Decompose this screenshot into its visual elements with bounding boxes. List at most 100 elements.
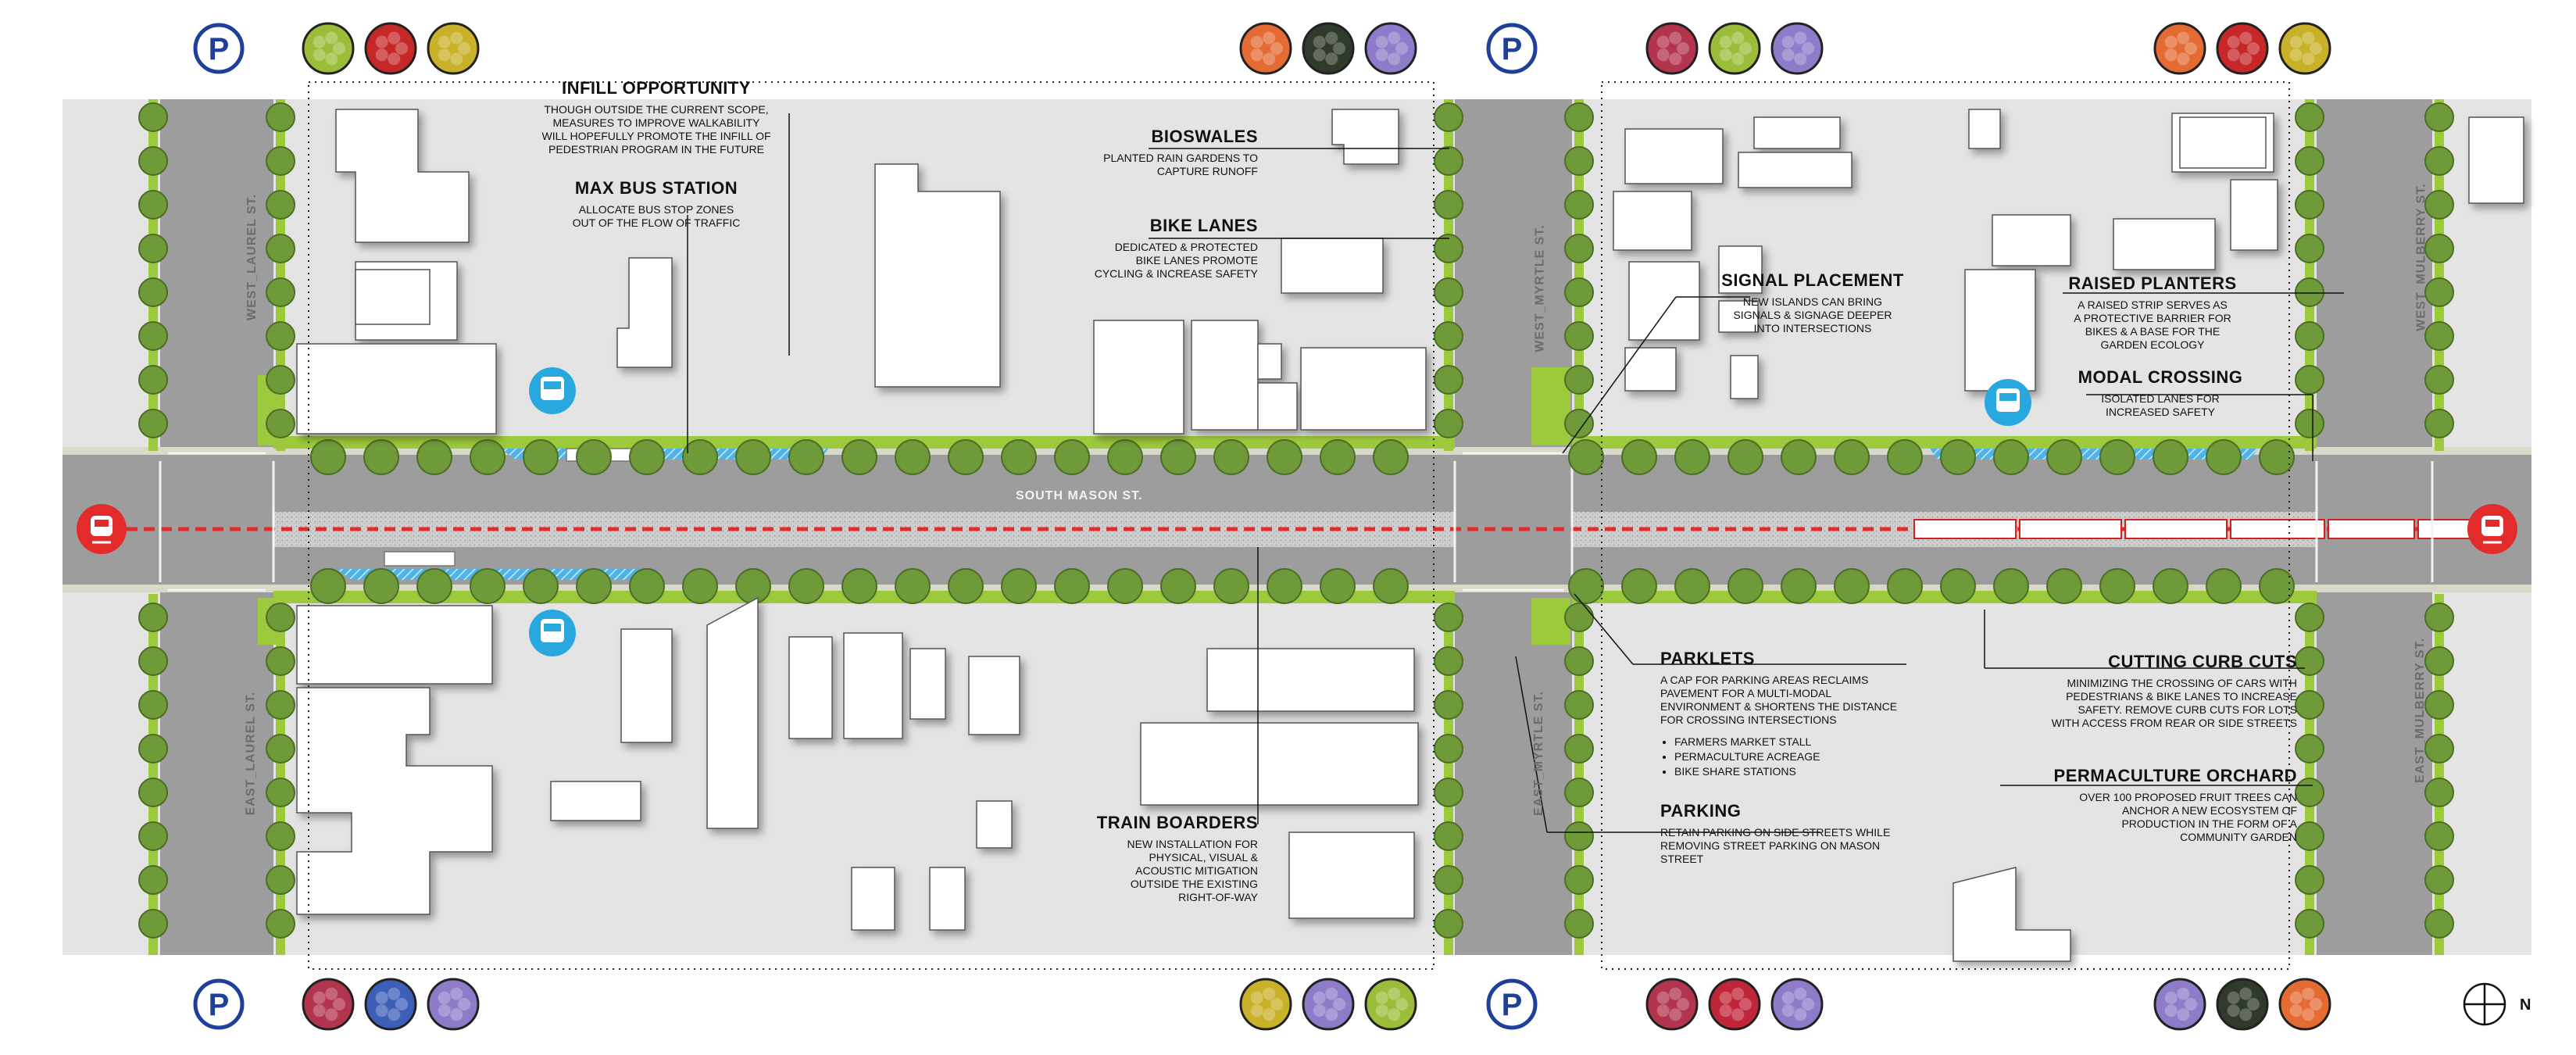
building — [1968, 109, 2001, 149]
produce-icons — [302, 22, 2331, 1031]
blueberry-icon-detail — [395, 998, 408, 1010]
building — [1191, 320, 1259, 431]
plum-icon — [302, 978, 355, 1031]
peach-icon-detail — [2289, 991, 2303, 1004]
apple-red-icon — [2216, 22, 2269, 75]
tree — [1564, 734, 1594, 764]
tree — [948, 439, 984, 475]
building — [1093, 320, 1184, 435]
plum-icon-detail — [1656, 35, 1670, 48]
tree — [2259, 439, 2295, 475]
tree — [1727, 439, 1763, 475]
tree — [523, 439, 559, 475]
lavender-icon-detail — [1794, 987, 1807, 1000]
apple-green-icon-detail — [313, 48, 326, 62]
tree — [682, 439, 718, 475]
tree — [1054, 568, 1090, 604]
tree — [1621, 439, 1657, 475]
apple-red-icon-detail — [395, 42, 408, 55]
tree — [576, 568, 612, 604]
tree — [1434, 821, 1463, 851]
blackberry-icon-detail — [2247, 998, 2260, 1010]
lavender-icon-detail — [1325, 987, 1338, 1000]
blackberry-icon-detail — [1313, 48, 1326, 62]
tree — [1434, 778, 1463, 807]
apple-red-icon-detail — [2239, 52, 2253, 66]
lavender-icon — [2153, 978, 2206, 1031]
building — [1257, 343, 1282, 380]
annotation-permaculture-orchard: PERMACULTURE ORCHARD OVER 100 PROPOSED F… — [2008, 766, 2297, 844]
crosswalks — [159, 452, 2434, 592]
tree — [1727, 568, 1763, 604]
tree — [2424, 365, 2454, 395]
blueberry-icon-detail — [388, 987, 401, 1000]
apple-green-icon-detail — [1719, 35, 1732, 48]
parklet-uses-list: FARMERS MARKET STALL PERMACULTURE ACREAG… — [1660, 735, 1918, 779]
north-label: N — [2520, 996, 2531, 1014]
peach-icon-detail — [1250, 48, 1263, 62]
tree — [1674, 568, 1710, 604]
tree — [1564, 603, 1594, 632]
building — [296, 605, 493, 685]
tree — [841, 568, 877, 604]
annotation-modal-crossing: MODAL CROSSING ISOLATED LANES FOR INCREA… — [2063, 367, 2258, 419]
lavender-icon-detail — [1794, 31, 1807, 45]
apple-green-icon-detail — [1739, 42, 1752, 55]
blackberry-icon-detail — [2227, 991, 2240, 1004]
tree — [735, 568, 771, 604]
apple-red-icon-detail — [2239, 31, 2253, 45]
raspberry-icon-detail — [1719, 991, 1732, 1004]
tree — [363, 439, 399, 475]
blueberry-icon-detail — [375, 1004, 388, 1017]
apple-green-icon-detail — [325, 31, 338, 45]
building — [550, 781, 641, 821]
tree — [1940, 439, 1976, 475]
building — [874, 163, 1001, 388]
tree — [629, 439, 665, 475]
tree — [2424, 321, 2454, 351]
tree — [2206, 568, 2242, 604]
apple-red-icon-detail — [375, 35, 388, 48]
tree — [2153, 439, 2188, 475]
tree — [1564, 690, 1594, 720]
tree — [2424, 146, 2454, 176]
plum-icon-detail — [313, 1004, 326, 1017]
building — [296, 343, 497, 435]
tree — [266, 821, 295, 851]
tree — [1434, 690, 1463, 720]
tree — [2424, 821, 2454, 851]
apple-green-icon-detail — [1375, 1004, 1388, 1017]
lavender-icon-detail — [1375, 35, 1388, 48]
blackberry-icon — [1302, 22, 1355, 75]
plum-icon-detail — [1677, 42, 1689, 55]
yellow-flower-icon-detail — [2302, 52, 2315, 66]
list-item: PERMACULTURE ACREAGE — [1674, 749, 1918, 764]
yellow-flower-icon-detail — [458, 42, 470, 55]
tree — [266, 409, 295, 438]
peach-icon-detail — [1263, 31, 1276, 45]
tree — [1781, 439, 1817, 475]
tree — [266, 646, 295, 676]
blackberry-icon-detail — [1333, 42, 1345, 55]
tree — [1564, 778, 1594, 807]
raspberry-icon-detail — [1731, 1008, 1745, 1021]
lavender-icon-detail — [1794, 52, 1807, 66]
tree — [1001, 568, 1037, 604]
rail-trackbed-west — [273, 512, 1455, 547]
plum-icon-detail — [1656, 48, 1670, 62]
annotation-train-boarders: TRAIN BOARDERS NEW INSTALLATION FOR PHYS… — [1086, 813, 1258, 904]
annotation-parklets: PARKLETS A CAP FOR PARKING AREAS RECLAIM… — [1660, 649, 1918, 779]
tree — [2295, 603, 2324, 632]
tree — [2424, 646, 2454, 676]
tree — [895, 568, 931, 604]
plum-icon-detail — [325, 1008, 338, 1021]
raspberry-icon-detail — [1739, 998, 1752, 1010]
lavender-icon-detail — [2177, 1008, 2190, 1021]
building — [1140, 722, 1419, 806]
lavender-icon — [1770, 22, 1824, 75]
peach-icon-detail — [2185, 42, 2197, 55]
tree — [138, 365, 168, 395]
annotation-parking: PARKING RETAIN PARKING ON SIDE STREETS W… — [1660, 801, 1926, 866]
peach-icon-detail — [2289, 1004, 2303, 1017]
